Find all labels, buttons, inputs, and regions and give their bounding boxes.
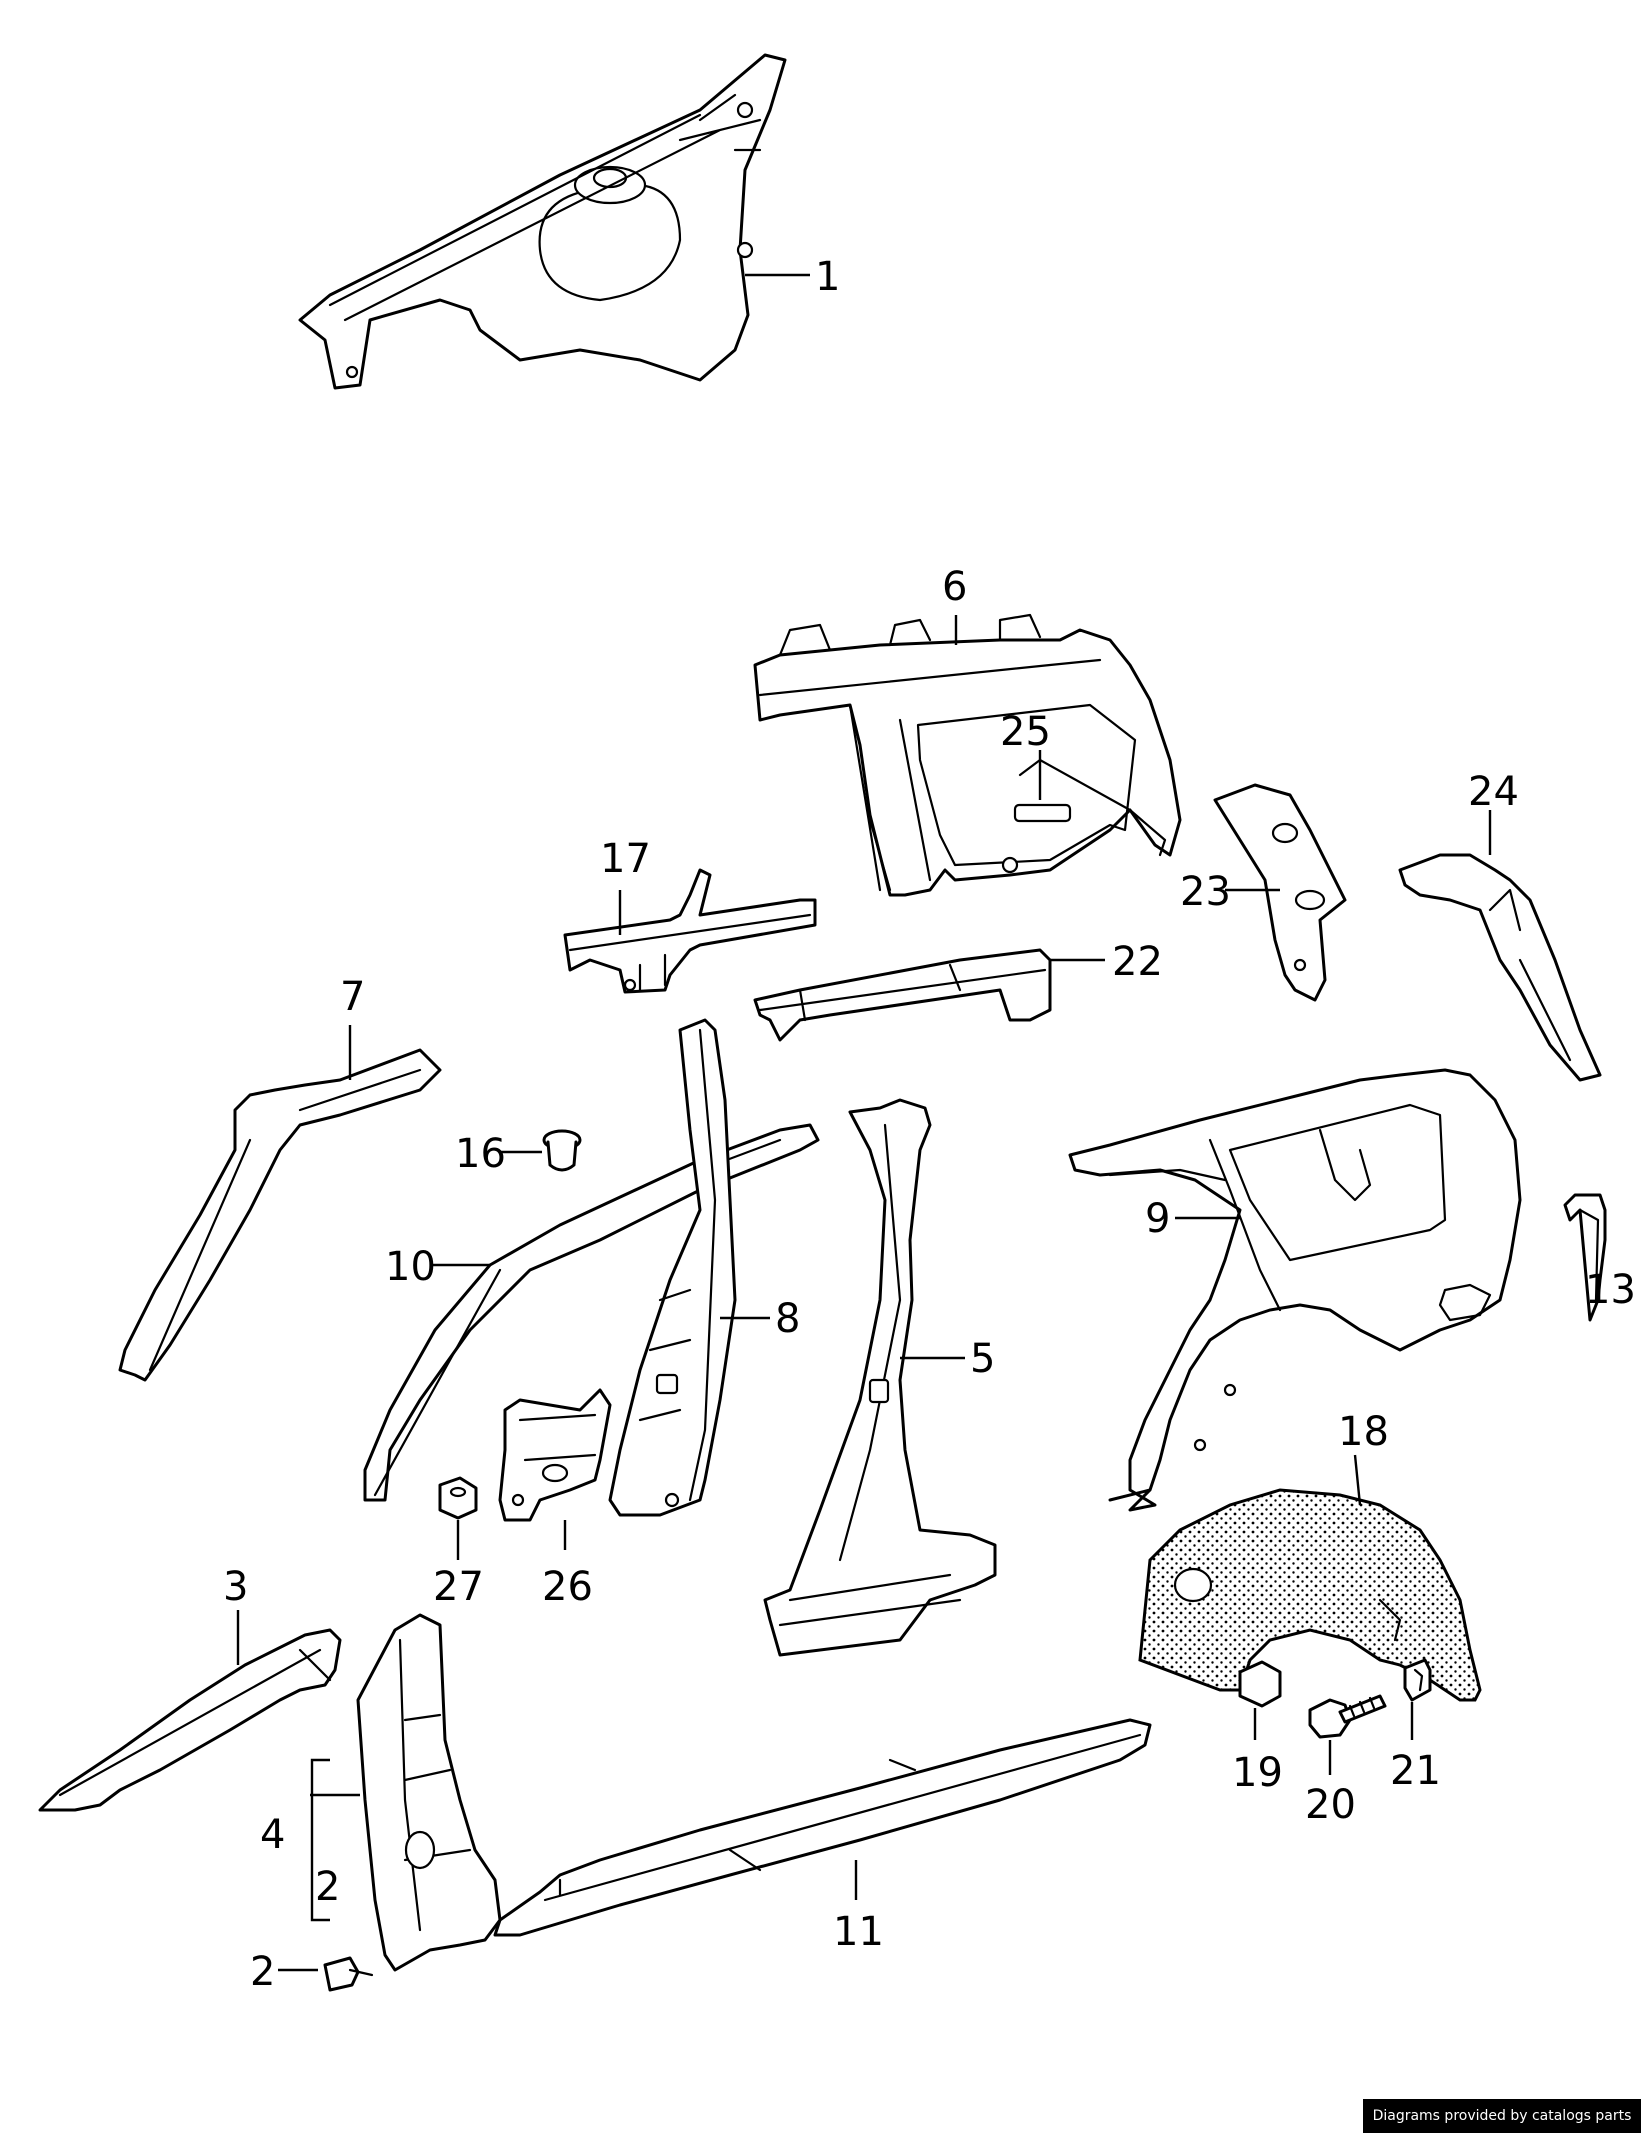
part-4-a-pillar-lower xyxy=(356,1613,502,1972)
callout-2: 2 xyxy=(250,1949,275,1995)
callout-16: 16 xyxy=(455,1131,506,1177)
callout-13: 13 xyxy=(1585,1267,1636,1313)
callout-3: 3 xyxy=(223,1564,248,1610)
part-21-clip-nut xyxy=(1403,1658,1432,1702)
callout-8: 8 xyxy=(775,1296,800,1342)
part-11-sill-panel xyxy=(493,1718,1152,1937)
part-3-front-member xyxy=(38,1628,342,1812)
part-6-rear-window-frame xyxy=(753,613,1182,897)
callout-7: 7 xyxy=(340,974,365,1020)
part-26-bracket xyxy=(498,1388,612,1522)
callout-1: 1 xyxy=(815,254,840,300)
callout-4: 4 xyxy=(260,1812,285,1858)
part-16-plug xyxy=(542,1129,582,1172)
callout-21: 21 xyxy=(1390,1748,1441,1794)
part-13-corner-bracket xyxy=(1563,1193,1607,1322)
callout-18: 18 xyxy=(1338,1409,1389,1455)
callout-19: 19 xyxy=(1232,1750,1283,1796)
callout-20: 20 xyxy=(1305,1782,1356,1828)
part-2-clip xyxy=(323,1956,374,1992)
callout-6: 6 xyxy=(942,564,967,610)
callout-11: 11 xyxy=(833,1909,884,1955)
bracket-4 xyxy=(310,1758,330,1922)
part-8-b-pillar-inner xyxy=(608,1018,737,1517)
callout-27: 27 xyxy=(433,1564,484,1610)
part-9-side-panel xyxy=(1068,1068,1522,1512)
part-23-pillar-inner xyxy=(1213,783,1347,1002)
callout-2-bracket: 2 xyxy=(315,1864,340,1910)
callout-10: 10 xyxy=(385,1244,436,1290)
callout-25: 25 xyxy=(1000,709,1051,755)
callout-23: 23 xyxy=(1180,869,1231,915)
part-19-nut xyxy=(1238,1660,1282,1708)
part-1-wheel-housing xyxy=(298,53,787,390)
part-18-wheel-liner xyxy=(1138,1488,1482,1702)
part-20-bolt xyxy=(1308,1694,1387,1739)
callout-17: 17 xyxy=(600,836,651,882)
diagram-credit-footer: Diagrams provided by catalogs parts xyxy=(1363,2099,1641,2133)
callout-26: 26 xyxy=(542,1564,593,1610)
part-27-nut xyxy=(438,1476,478,1520)
callout-22: 22 xyxy=(1112,939,1163,985)
leader-18 xyxy=(1353,1454,1362,1506)
part-24-pillar-upper xyxy=(1398,853,1602,1082)
part-5-b-pillar-outer xyxy=(763,1098,997,1657)
part-22-side-rail xyxy=(753,948,1052,1042)
part-7-a-pillar xyxy=(118,1048,442,1382)
callout-24: 24 xyxy=(1468,769,1519,815)
callout-9: 9 xyxy=(1145,1196,1170,1242)
callout-5: 5 xyxy=(970,1336,995,1382)
part-17-cross-member xyxy=(563,868,817,994)
